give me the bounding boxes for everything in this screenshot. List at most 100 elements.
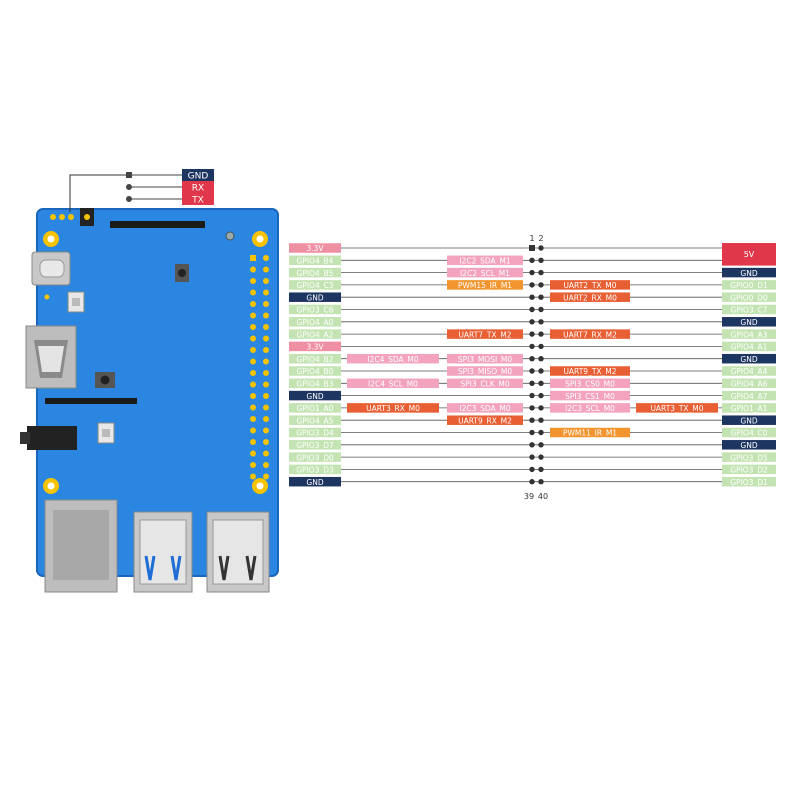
header-pin bbox=[250, 370, 256, 376]
right-function-label: SPI3_CS1_M0 bbox=[565, 392, 615, 401]
pin-number-2: 2 bbox=[538, 234, 543, 243]
left-function-label-box bbox=[447, 366, 523, 376]
pin-odd bbox=[529, 282, 535, 288]
left-pin-label-box bbox=[289, 427, 341, 438]
header-pin bbox=[250, 462, 256, 468]
left-pin-label-box bbox=[289, 403, 341, 413]
header-pin bbox=[250, 335, 256, 342]
header-pin bbox=[263, 404, 269, 411]
left-function-label: I2C4_SCL_M0 bbox=[368, 380, 418, 389]
pin-even bbox=[538, 405, 544, 411]
pin-odd bbox=[529, 368, 535, 374]
led bbox=[225, 231, 235, 241]
left-pin-label: GND bbox=[306, 392, 323, 401]
pin-even bbox=[538, 331, 544, 337]
pin-odd bbox=[529, 392, 535, 399]
left-pin-label: GPIO4_A2 bbox=[297, 330, 334, 339]
right-pin-label-box bbox=[722, 440, 776, 450]
pin-even bbox=[538, 466, 544, 473]
right-pin-label-box bbox=[722, 378, 776, 389]
right-pin-label: GPIO1_A1 bbox=[731, 404, 768, 413]
debug-pad bbox=[50, 214, 56, 220]
left-pin-label-box bbox=[289, 292, 341, 302]
right-function-label-box bbox=[550, 366, 630, 376]
right-pin-label-box bbox=[722, 353, 776, 364]
right-pin-label: GPIO3_D5 bbox=[730, 453, 768, 462]
header-pin bbox=[250, 393, 256, 399]
right-pin-label-box bbox=[722, 452, 776, 462]
debug-pad bbox=[68, 214, 74, 220]
pin-even bbox=[538, 417, 544, 423]
right-pin-label: GND bbox=[740, 441, 757, 450]
pin-even bbox=[538, 245, 544, 251]
left-pin-label-box bbox=[289, 464, 341, 475]
left-pin-label-box bbox=[289, 353, 341, 364]
left-pin-label: GPIO4_B4 bbox=[297, 257, 334, 266]
header-pin bbox=[250, 278, 256, 284]
left-function-label-box bbox=[447, 353, 523, 364]
left-pin-label: GPIO4_B2 bbox=[297, 355, 334, 364]
header-pin bbox=[263, 473, 269, 480]
debug-pin-square bbox=[126, 172, 132, 178]
right-pin-label-box bbox=[722, 403, 776, 413]
left-pin-label: GPIO3_D0 bbox=[296, 453, 334, 462]
board bbox=[20, 208, 279, 593]
left-function-label: I2C4_SDA_M0 bbox=[367, 355, 418, 364]
left-function-label: SPI3_MISO_M0 bbox=[458, 367, 513, 376]
pin-even bbox=[538, 454, 544, 460]
left-pin-label-box bbox=[289, 378, 341, 389]
pin-odd bbox=[529, 429, 535, 436]
header-pin bbox=[263, 301, 269, 307]
header-pin bbox=[250, 255, 256, 261]
pin-odd bbox=[529, 442, 535, 448]
left-function-label: UART7_TX_M2 bbox=[458, 330, 511, 339]
right-pin-label: 5V bbox=[744, 250, 755, 259]
debug-pin bbox=[126, 184, 132, 190]
left-pin-label-box bbox=[289, 280, 341, 290]
header-pin bbox=[263, 381, 269, 388]
left-function-label: I2C2_SCL_M1 bbox=[460, 269, 510, 278]
left-pin-label: GPIO4_A5 bbox=[297, 416, 334, 425]
left-pin-label-box bbox=[289, 440, 341, 450]
pin-odd bbox=[529, 356, 535, 362]
right-pin-label: GND bbox=[740, 269, 757, 278]
pin-odd bbox=[529, 405, 535, 411]
left-function-label-box bbox=[447, 267, 523, 278]
pin-1-square bbox=[529, 245, 535, 251]
right-pin-label: GPIO3_D1 bbox=[730, 478, 768, 487]
left-function-label: SPI3_CLK_M0 bbox=[460, 380, 510, 389]
right-function-label: UART7_RX_M2 bbox=[563, 330, 617, 339]
pin-odd bbox=[529, 479, 535, 485]
left-pin-label: GPIO4_B5 bbox=[297, 269, 334, 278]
pin-even bbox=[538, 442, 544, 448]
pin-odd bbox=[529, 294, 535, 300]
left-pin-label: 3.3V bbox=[306, 343, 324, 352]
left-pin-label: GPIO1_A0 bbox=[297, 404, 334, 413]
left-pin-label: GPIO4_C3 bbox=[297, 281, 334, 290]
header-pin bbox=[263, 370, 269, 376]
right-function-label: UART9_TX_M2 bbox=[563, 367, 616, 376]
pin-even bbox=[538, 356, 544, 362]
left-function-label: I2C2_SDA_M1 bbox=[459, 257, 510, 266]
left-function-label: PWM15_IR_M1 bbox=[458, 281, 512, 290]
right-pin-label-box bbox=[722, 464, 776, 475]
left-pin-label-box bbox=[289, 390, 341, 401]
pin-even bbox=[538, 294, 544, 300]
header-pin bbox=[250, 347, 256, 353]
header-pin bbox=[250, 312, 256, 319]
left-pin-label-box bbox=[289, 267, 341, 278]
pin-odd bbox=[529, 454, 535, 460]
tx-label-box bbox=[182, 193, 214, 205]
header-pin bbox=[263, 358, 269, 365]
right-pin-label-box bbox=[722, 317, 776, 327]
right-pin-label-box bbox=[722, 476, 776, 487]
right-pin-label: GPIO0_D0 bbox=[730, 293, 768, 302]
left-function-label-box bbox=[447, 378, 523, 389]
right-pin-label: GND bbox=[740, 318, 757, 327]
right-pin-label: GPIO0_D1 bbox=[730, 281, 768, 290]
left-function-label: SPI3_MOSI_M0 bbox=[458, 355, 513, 364]
right-function-label: UART2_TX_M0 bbox=[563, 281, 616, 290]
pin-even bbox=[538, 269, 544, 276]
